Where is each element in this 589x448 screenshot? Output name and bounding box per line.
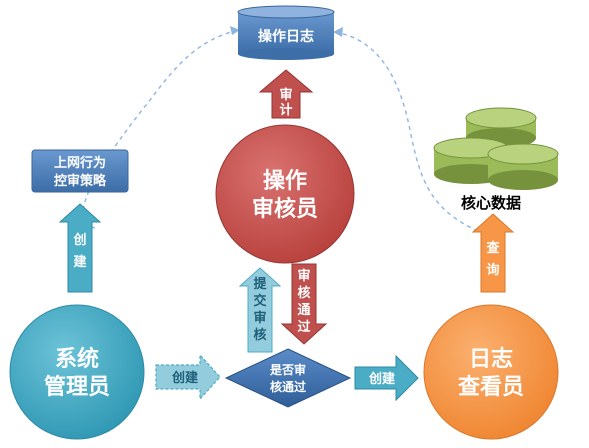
create-viewer-label: 创建 [368,371,395,387]
review-decision: 是否审 核通过 [224,348,352,408]
dashed-connector-left [82,29,239,229]
audit-officer-label-1: 操作 [263,169,307,194]
dashed-arrowhead-left [230,26,240,35]
core-data-label: 核心数据 [461,194,521,212]
review-pass-label-3: 通 [297,302,310,318]
create-viewer-arrow: 创建 [354,354,419,402]
review-pass-arrow: 审 核 通 过 [280,263,328,345]
create-policy-arrow: 创 建 [58,203,102,293]
system-admin-label-2: 管理员 [44,374,110,400]
core-data-icon [433,107,559,190]
decision-label-2: 核通过 [270,379,306,394]
audit-arrow: 审 计 [258,69,314,119]
create-admin-arrow: 创建 [155,353,221,401]
submit-review-label-1: 提 [253,276,267,292]
review-pass-label-4: 过 [297,319,310,335]
log-viewer-label-2: 查看员 [458,375,524,400]
audit-label-2: 计 [279,102,292,118]
decision-label-1: 是否审 [269,362,306,377]
submit-review-arrow: 提 交 审 核 [238,267,282,353]
system-admin-label-1: 系统 [55,346,99,372]
log-viewer-node: 日志 查看员 [423,304,559,440]
submit-review-label-3: 审 [253,310,266,326]
create-policy-label-1: 创 [72,232,86,248]
review-pass-label-2: 核 [297,285,310,301]
submit-review-label-4: 核 [253,327,266,343]
policy-label-2: 控审策略 [54,173,107,189]
log-viewer-label-1: 日志 [469,347,513,372]
query-label-1: 查 [485,240,500,256]
system-admin-node: 系统 管理员 [9,304,145,440]
submit-review-label-2: 交 [253,293,266,309]
query-label-2: 询 [486,262,499,278]
dashed-connector-right [334,31,481,233]
audit-officer-node: 操作 审核员 [215,124,355,264]
create-admin-label: 创建 [171,370,198,386]
audit-label-1: 审 [279,87,292,103]
create-policy-label-2: 建 [73,254,86,270]
policy-label-1: 上网行为 [54,155,106,171]
operation-log-label: 操作日志 [258,28,314,45]
query-arrow: 查 询 [471,213,515,293]
policy-box: 上网行为 控审策略 [31,149,129,193]
operation-log-database: 操作日志 [237,5,335,60]
audit-officer-label-2: 审核员 [252,196,318,222]
dashed-arrowhead-right [333,27,343,37]
review-pass-label-1: 审 [297,268,310,284]
